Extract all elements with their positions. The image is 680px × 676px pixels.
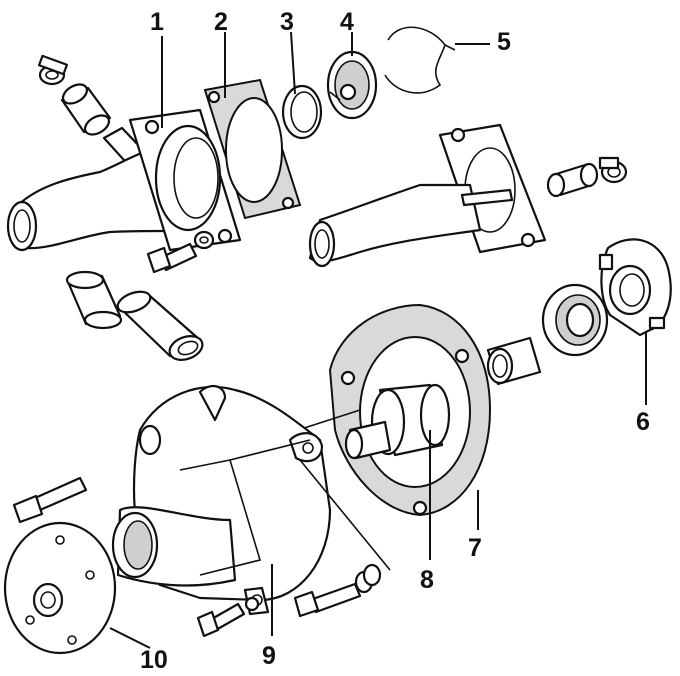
bolt-lower-right [293,563,382,618]
hose-clamp-upper-right [598,156,628,184]
pulley-hub [3,521,117,655]
seal-ring [541,283,609,357]
callout-2: 2 [214,8,228,36]
callout-8: 8 [420,566,434,594]
callout-5: 5 [497,28,511,56]
callout-6: 6 [636,408,650,436]
pump-shaft [297,383,451,460]
leader-10 [109,627,151,649]
callout-9: 9 [262,642,276,670]
housing-gasket [203,78,302,220]
bushing [486,336,542,386]
pipe-connector [116,290,204,361]
hose-sleeve-middle-left [65,270,123,330]
bolt-housing [146,242,198,274]
callout-1: 1 [150,8,164,36]
bolt-lower-middle [196,596,260,638]
callout-3: 3 [280,8,294,36]
callout-10: 10 [140,646,168,674]
leader-lines [109,31,647,649]
hose-sleeve-upper-right [546,162,599,198]
leader-3 [290,31,296,95]
retaining-clip [384,26,456,94]
outlet-housing-right [308,123,547,268]
stud-bolt [12,476,88,524]
thermostat [326,50,378,120]
o-ring [281,84,323,140]
callout-4: 4 [340,8,354,36]
pump-housing [111,384,391,616]
callout-7: 7 [468,534,482,562]
washer-housing [193,230,215,250]
hose-clamp-upper-left [37,54,69,86]
pump-cover-plate [598,238,672,337]
thermostat-housing-left [6,108,242,252]
hose-sleeve-upper-left [60,83,112,136]
